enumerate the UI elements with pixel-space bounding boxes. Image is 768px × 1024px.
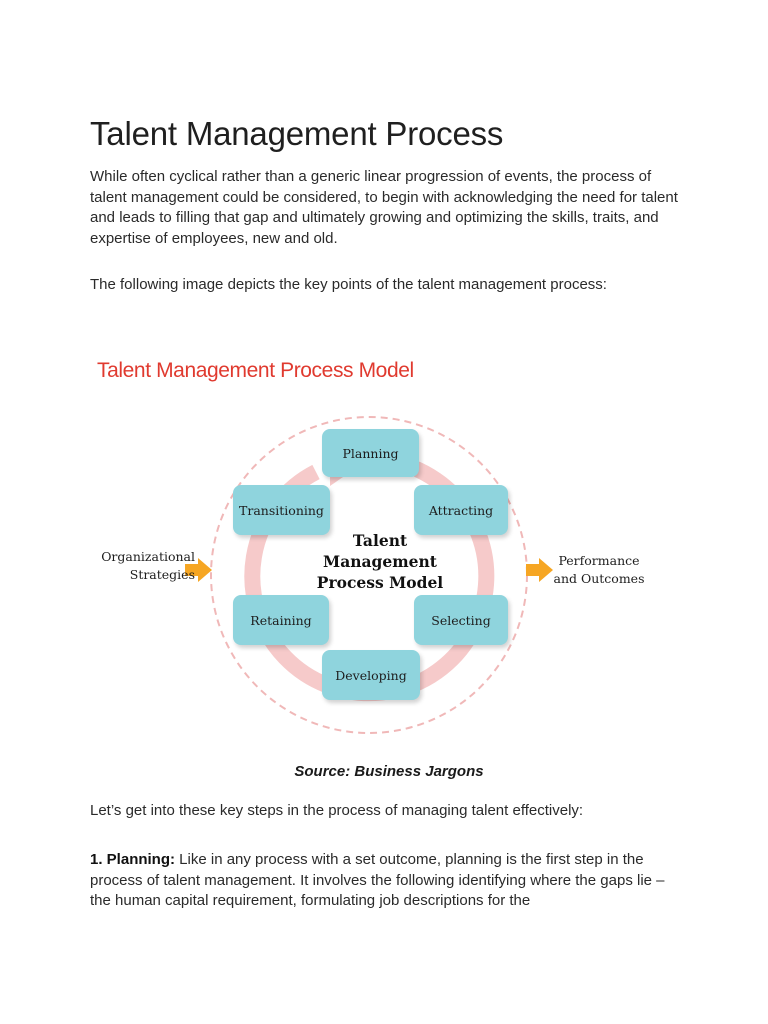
figure-source-caption: Source: Business Jargons <box>294 763 484 780</box>
center-label-line: Process Model <box>316 573 444 592</box>
output-label: Performance and Outcomes <box>549 552 649 588</box>
diagram-center-label: Talent Management Process Model <box>285 530 475 593</box>
center-label-line: Talent <box>352 531 408 550</box>
step-planning-heading: 1. Planning: <box>90 851 176 868</box>
step-planning-text: Like in any process with a set outcome, … <box>90 851 665 910</box>
page-title: Talent Management Process <box>90 115 504 152</box>
intro-paragraph: While often cyclical rather than a gener… <box>90 168 678 248</box>
steps-intro-paragraph: Let’s get into these key steps in the pr… <box>90 802 584 819</box>
step-box-developing: Developing <box>322 650 420 700</box>
output-arrow <box>526 558 553 582</box>
input-label-line: Organizational <box>101 549 195 564</box>
step-box-selecting: Selecting <box>414 595 508 645</box>
step-box-planning: Planning <box>322 429 419 477</box>
diagram-title: Talent Management Process Model <box>97 359 414 382</box>
image-intro-paragraph: The following image depicts the key poin… <box>90 276 607 293</box>
step-planning-paragraph: 1. Planning: Like in any process with a … <box>90 850 688 912</box>
input-arrow <box>185 558 212 582</box>
center-label-line: Management <box>323 552 437 571</box>
output-label-line: and Outcomes <box>553 571 645 586</box>
output-label-line: Performance <box>558 553 640 568</box>
talent-process-diagram: Talent Management Process Model Planning… <box>90 340 660 740</box>
step-box-transitioning: Transitioning <box>233 485 330 535</box>
step-box-retaining: Retaining <box>233 595 329 645</box>
input-label: Organizational Strategies <box>97 548 195 584</box>
step-box-attracting: Attracting <box>414 485 508 535</box>
input-label-line: Strategies <box>129 567 195 582</box>
